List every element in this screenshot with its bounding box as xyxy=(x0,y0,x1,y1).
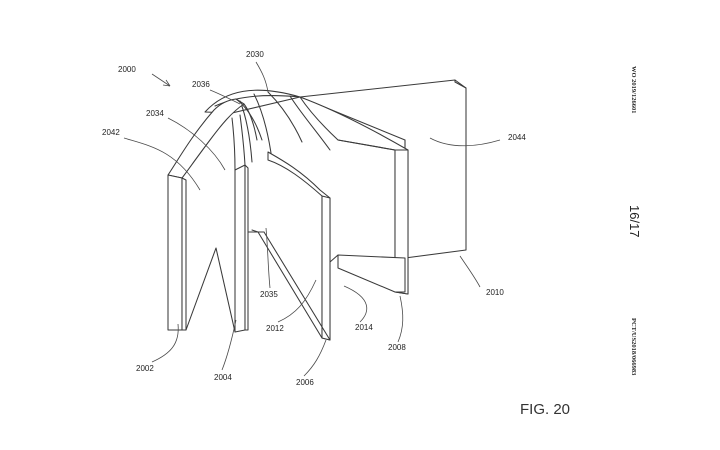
application-number: PCT/US2018/066983 xyxy=(630,318,637,376)
figure-caption: FIG. 20 xyxy=(520,401,570,418)
label-2000: 2000 xyxy=(118,65,136,74)
label-2010: 2010 xyxy=(486,288,504,297)
reference-labels: 2000 2030 2036 2034 2042 2044 2010 2035 … xyxy=(102,50,526,387)
center-panel-2004 xyxy=(231,114,265,333)
margin-text: WO 2019/126601 16/17 PCT/US2018/066983 xyxy=(627,66,642,376)
center-arch xyxy=(235,98,263,141)
label-2034: 2034 xyxy=(146,109,164,118)
left-panel-2002 xyxy=(167,98,245,333)
label-2004: 2004 xyxy=(214,373,232,382)
middle-right-panel-2006 xyxy=(257,151,331,341)
label-2002: 2002 xyxy=(136,364,154,373)
label-2035: 2035 xyxy=(260,290,278,299)
label-2012: 2012 xyxy=(266,324,284,333)
label-2008: 2008 xyxy=(388,343,406,352)
label-2006: 2006 xyxy=(296,378,314,387)
sheet-number: 16/17 xyxy=(627,205,642,238)
label-2042: 2042 xyxy=(102,128,120,137)
label-2036: 2036 xyxy=(192,80,210,89)
base-strip-2010 xyxy=(329,254,406,293)
label-2014: 2014 xyxy=(355,323,373,332)
publication-number: WO 2019/126601 xyxy=(630,66,637,114)
leader-lines xyxy=(123,61,501,377)
device-illustration xyxy=(167,79,467,341)
label-2030: 2030 xyxy=(246,50,264,59)
label-2044: 2044 xyxy=(508,133,526,142)
